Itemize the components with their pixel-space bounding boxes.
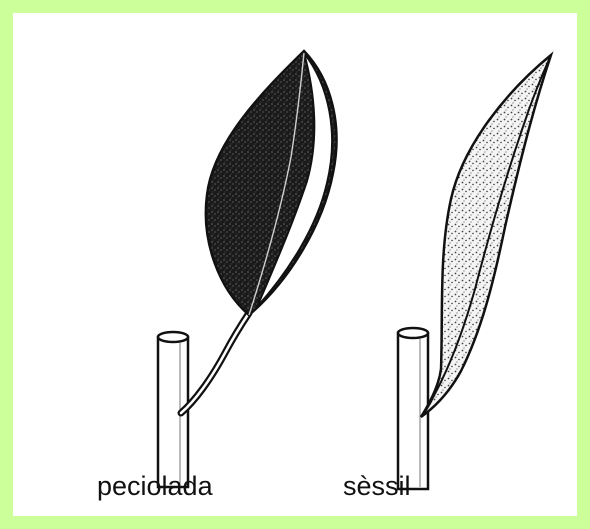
sessile-stem xyxy=(398,328,428,489)
sessile-leaf-blade xyxy=(421,55,551,417)
diagram-panel: peciolada sèssil xyxy=(13,13,577,516)
leaf-illustrations xyxy=(13,13,577,516)
petiolate-leaf-drawing xyxy=(158,51,336,487)
sessile-leaf-drawing xyxy=(398,55,551,489)
sessile-label: sèssil xyxy=(343,473,411,500)
petiolate-label: peciolada xyxy=(97,473,213,500)
